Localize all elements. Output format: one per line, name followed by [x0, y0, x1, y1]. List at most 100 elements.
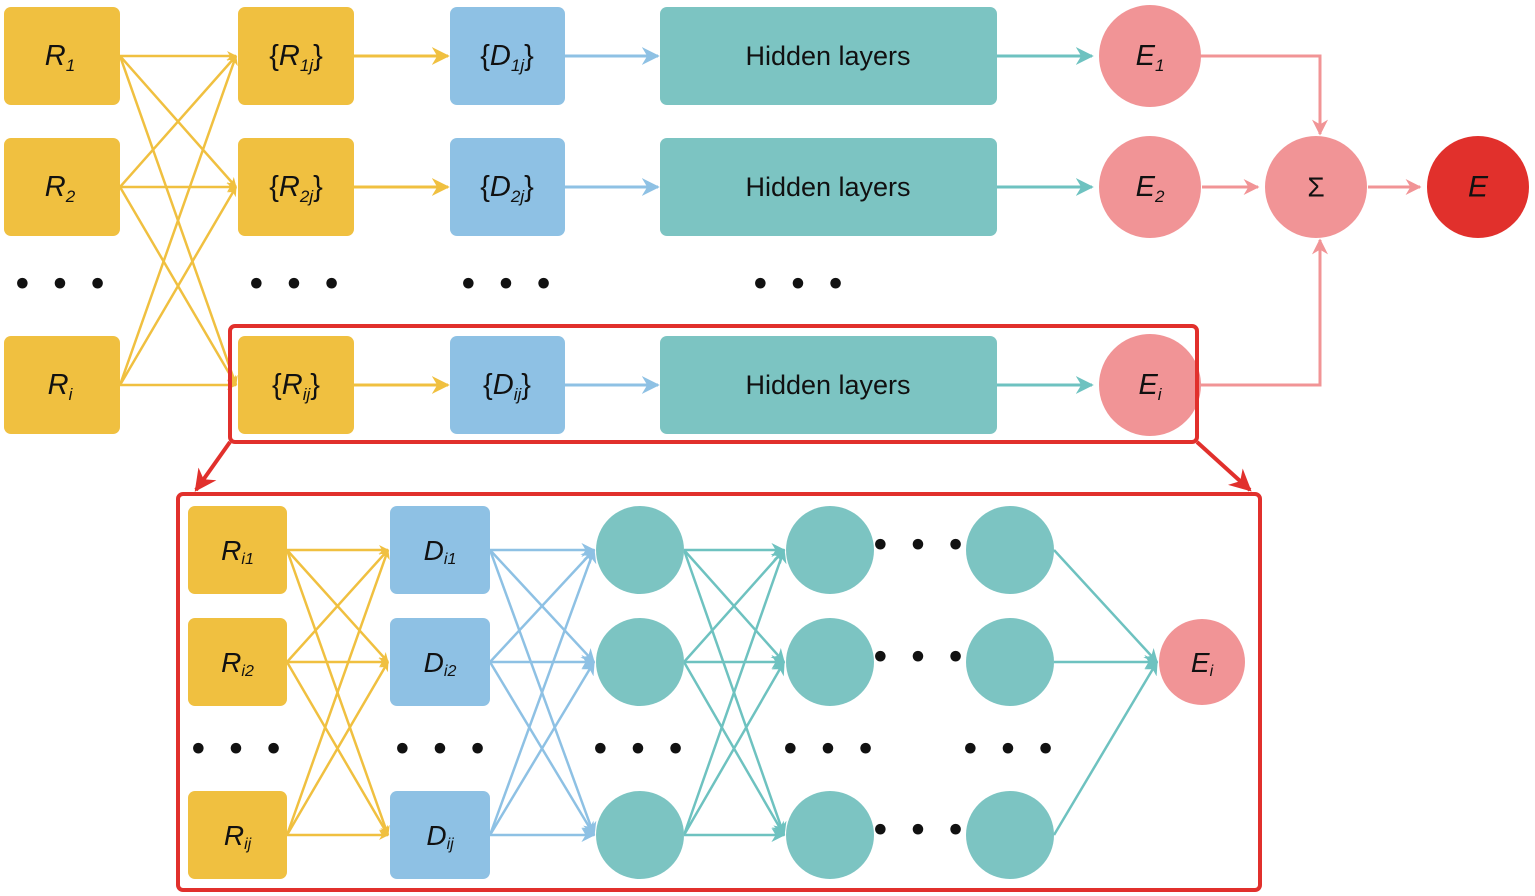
symbol: D	[426, 820, 446, 851]
subscript: 1j	[300, 56, 314, 75]
symbol: D	[493, 369, 514, 401]
ellipsis: • • •	[13, 268, 111, 303]
descriptor-box	[390, 618, 490, 706]
energy-i-to-sum-arrow	[1200, 238, 1328, 387]
symbol: R	[282, 369, 303, 401]
subscript: 1j	[511, 56, 525, 75]
brace-open: {	[269, 171, 279, 203]
dset-box	[450, 336, 565, 434]
rset-box	[238, 138, 354, 236]
highlight-frame	[228, 324, 1199, 444]
hidden-neuron	[596, 791, 684, 879]
energy-node	[1099, 5, 1201, 107]
hidden-layers-box	[660, 336, 997, 434]
hidden-layers-label: Hidden layers	[745, 172, 910, 202]
subscript: i1	[444, 551, 456, 568]
symbol: D	[490, 40, 511, 72]
descriptor-to-hidden-arrow	[489, 548, 595, 663]
total-energy-label: E	[1468, 171, 1489, 204]
ellipsis: • • •	[871, 641, 969, 676]
hidden-to-hidden-arrow	[682, 548, 787, 836]
symbol: R	[221, 535, 241, 566]
atom-group-box	[4, 7, 120, 105]
total-energy-node	[1427, 136, 1529, 238]
hidden-neuron	[786, 506, 874, 594]
sum-node	[1265, 136, 1367, 238]
rset-label: {R1j}	[269, 40, 323, 75]
subscript: 1	[66, 56, 75, 75]
energy-1-to-sum-arrow	[1200, 54, 1328, 136]
subscript: ij	[303, 385, 312, 404]
dset-label: {Dij}	[483, 369, 531, 404]
atom-group-label: R1	[45, 40, 75, 75]
rset-box	[238, 7, 354, 105]
ellipsis: • • •	[871, 529, 969, 564]
hidden-neuron	[966, 618, 1054, 706]
symbol: D	[490, 171, 511, 203]
subscript: 2j	[299, 187, 314, 206]
brace-open: {	[480, 40, 490, 72]
atom-input-label: Ri2	[221, 647, 254, 680]
input-to-descriptor-arrow	[285, 661, 390, 836]
atom-input-label: Ri1	[221, 535, 254, 568]
symbol: R	[221, 647, 241, 678]
atom-input-box	[188, 791, 287, 879]
hidden-neuron	[786, 618, 874, 706]
hidden-to-output-arrow	[1052, 660, 1159, 836]
symbol: R	[48, 369, 69, 401]
subscript: i2	[241, 663, 254, 680]
atom-input-box	[188, 506, 287, 594]
symbol: E	[1136, 40, 1156, 72]
hidden-neuron	[786, 791, 874, 879]
dset-label: {D1j}	[480, 40, 534, 75]
hidden-neuron	[966, 791, 1054, 879]
hidden-to-hidden-arrow	[682, 660, 786, 836]
energy-node	[1099, 334, 1201, 436]
detail-frame	[176, 492, 1262, 892]
ellipsis: • • •	[189, 733, 287, 768]
ellipsis: • • •	[781, 733, 879, 768]
hidden-neuron	[596, 618, 684, 706]
brace-open: {	[480, 171, 490, 203]
ellipsis: • • •	[961, 733, 1059, 768]
rset-label: {Rij}	[272, 369, 320, 404]
atom-group-box	[4, 336, 120, 434]
hidden-to-hidden-arrow	[683, 548, 785, 663]
energy-label: E1	[1136, 40, 1165, 75]
brace-close: }	[524, 40, 534, 72]
brace-close: }	[313, 40, 323, 72]
subscript: ij	[447, 836, 455, 853]
output-energy-label: Ei	[1191, 647, 1214, 680]
subscript: i	[1158, 385, 1163, 404]
connection-arrows	[118, 47, 1422, 842]
energy-node	[1099, 136, 1201, 238]
symbol: R	[45, 40, 66, 72]
ellipsis: • • •	[871, 814, 969, 849]
symbol: R	[279, 171, 300, 203]
atom-group-label: Ri	[48, 369, 74, 404]
rset-label: {R2j}	[269, 171, 323, 206]
subscript: i	[1210, 663, 1214, 680]
input-split-arrow	[118, 55, 238, 386]
hidden-neuron	[596, 506, 684, 594]
ellipsis: • • •	[751, 268, 849, 303]
ellipsis: • • •	[247, 268, 345, 303]
zoom-arrow-right	[1195, 440, 1252, 492]
output-energy-node	[1159, 619, 1245, 705]
brace-open: {	[483, 369, 493, 401]
subscript: 1	[1155, 56, 1164, 75]
atom-group-box	[4, 138, 120, 236]
descriptor-label: Dij	[426, 820, 454, 853]
input-split-arrow	[118, 186, 238, 386]
ellipsis: • • •	[459, 268, 557, 303]
descriptor-box	[390, 506, 490, 594]
brace-close: }	[524, 171, 534, 203]
zoom-arrow-left	[194, 440, 232, 492]
symbol: E	[1138, 369, 1158, 401]
hidden-to-output-arrow	[1053, 549, 1158, 664]
subscript: ij	[514, 385, 523, 404]
dset-label: {D2j}	[480, 171, 534, 206]
symbol: D	[424, 535, 444, 566]
descriptor-to-hidden-arrow	[488, 548, 597, 836]
